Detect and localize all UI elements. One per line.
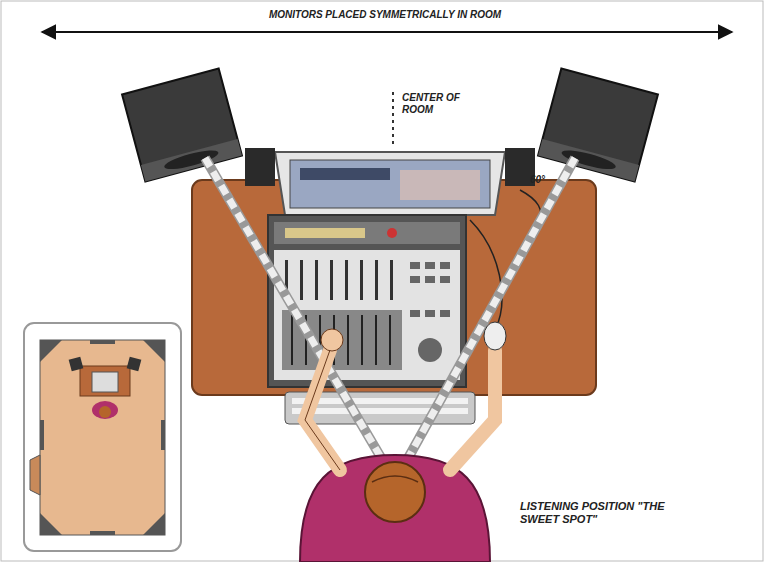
angle-label: 60° — [530, 174, 570, 186]
listening-label: LISTENING POSITION "THE SWEET SPOT" — [520, 500, 670, 525]
center-label: CENTER OF ROOM — [402, 92, 466, 115]
dimension-label: MONITORS PLACED SYMMETRICALLY IN ROOM — [200, 9, 570, 21]
